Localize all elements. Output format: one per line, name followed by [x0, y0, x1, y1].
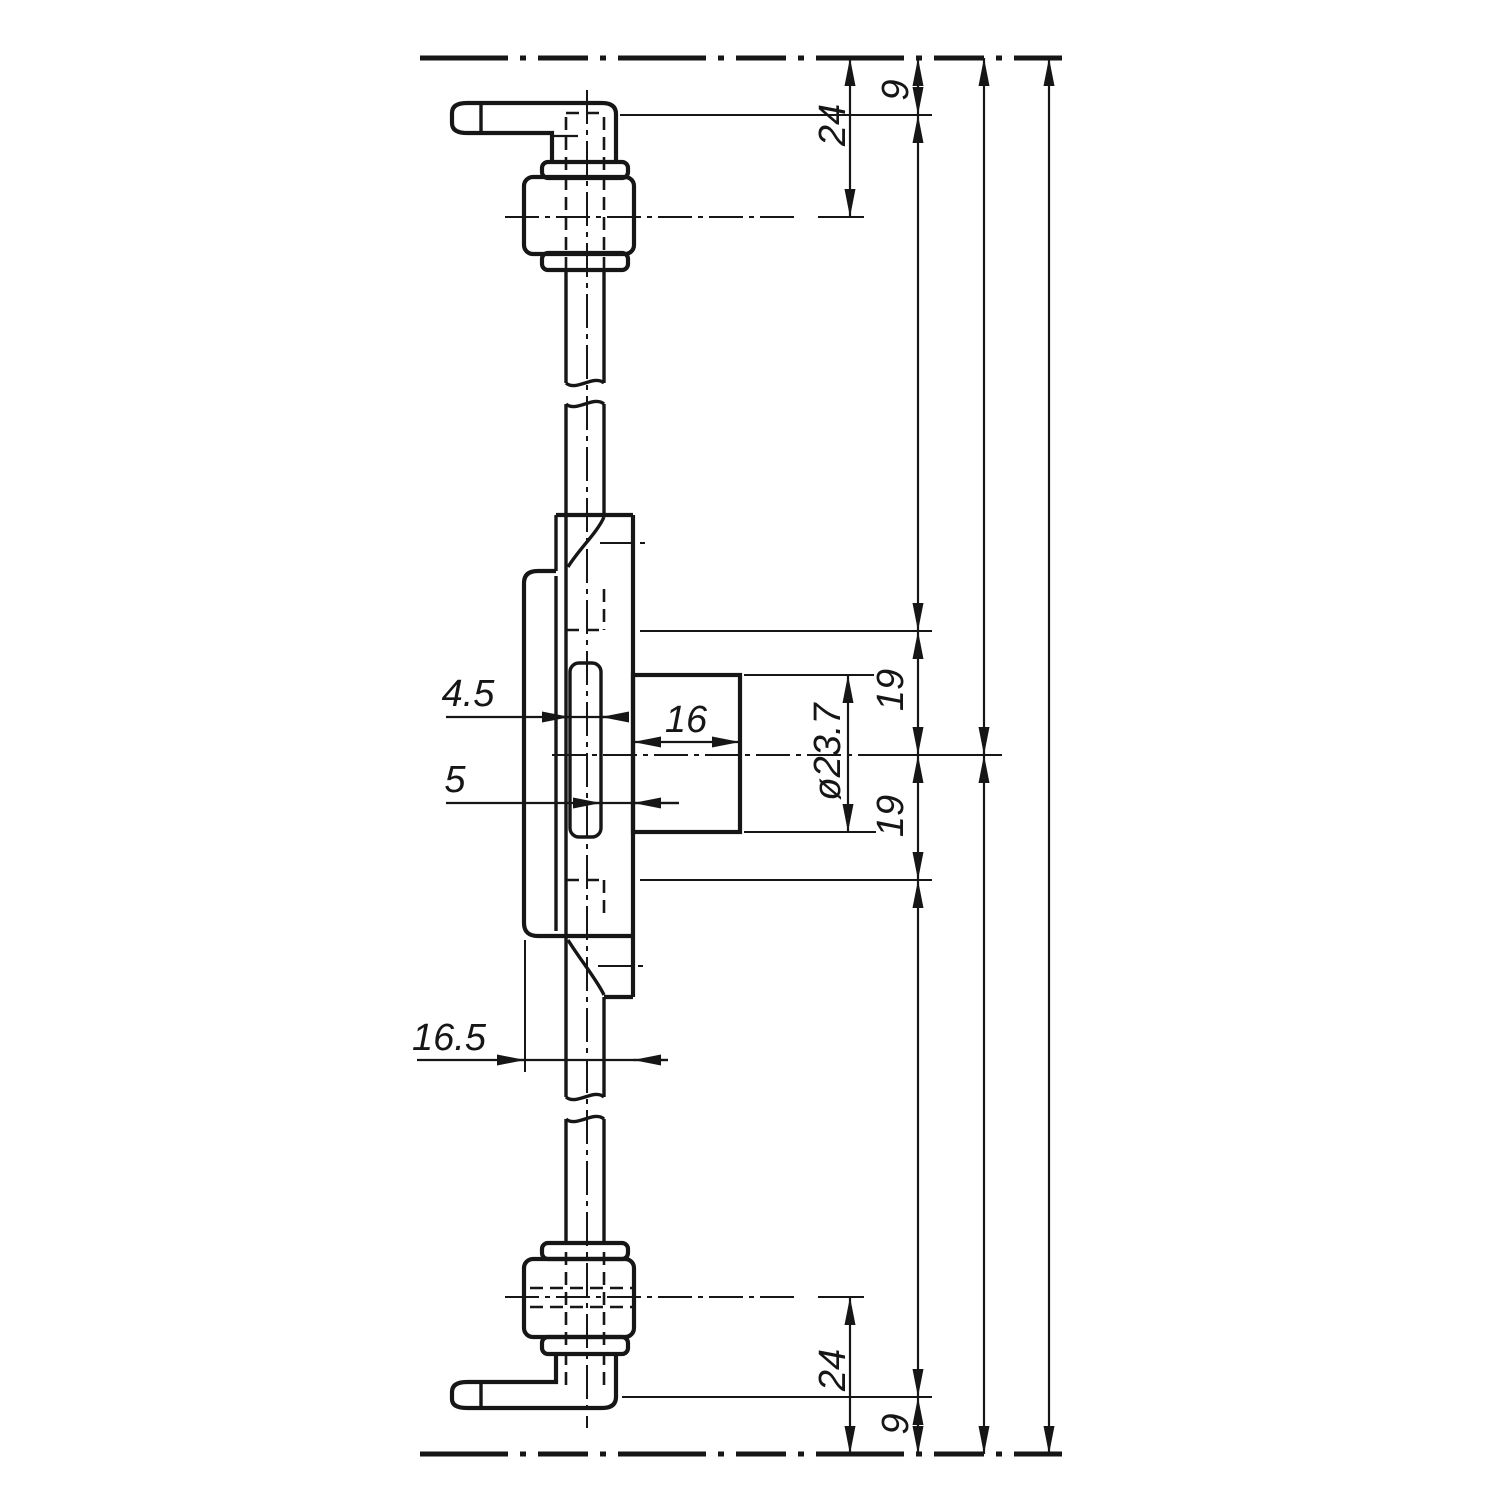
pivot-axis-lines — [420, 55, 1062, 1457]
dim-label-9-bottom: 9 — [875, 1413, 917, 1434]
dimension-lines — [417, 58, 1055, 1454]
dim-label-9-top: 9 — [875, 79, 917, 100]
dim-label-24-top: 24 — [812, 104, 854, 147]
lower-break-line-bottom — [564, 1114, 606, 1124]
flat-rod — [564, 270, 606, 1243]
bottom-bushing-upper-collar — [539, 1240, 631, 1262]
top-bushing-lower-collar — [539, 250, 631, 273]
upper-break-line-top — [564, 378, 606, 388]
top-latch-handle — [449, 100, 619, 163]
bottom-bushing-lower-collar — [539, 1334, 631, 1357]
faceplate-upper-flare — [566, 516, 606, 568]
case-bracket-outline — [521, 568, 633, 939]
dimension-labels: 9 24 19 19 ø23.7 24 9 4.5 16 5 16.5 — [412, 79, 917, 1434]
top-latch-assembly — [449, 100, 637, 273]
dim-label-19-lower: 19 — [870, 795, 912, 837]
center-lines — [505, 90, 868, 1428]
lock-case — [521, 512, 743, 1000]
bottom-latch-assembly — [449, 1240, 637, 1411]
dim-label-5: 5 — [444, 759, 466, 801]
dim-label-16: 16 — [665, 699, 708, 741]
dim-label-24-bottom: 24 — [812, 1349, 854, 1392]
dim-label-4-5: 4.5 — [442, 673, 496, 715]
upper-break-line-bottom — [564, 399, 606, 409]
bottom-latch-handle — [449, 1354, 619, 1411]
dim-label-19-upper: 19 — [870, 669, 912, 711]
lower-break-line-top — [564, 1092, 606, 1102]
faceplate-lower-flare — [566, 939, 606, 996]
rod-slot — [568, 661, 603, 839]
hidden-edges — [530, 111, 632, 1392]
top-bushing-body — [521, 174, 637, 257]
dim-label-diameter: ø23.7 — [807, 702, 849, 801]
dim-label-16-5: 16.5 — [412, 1017, 487, 1059]
case-nose-block — [630, 672, 743, 835]
